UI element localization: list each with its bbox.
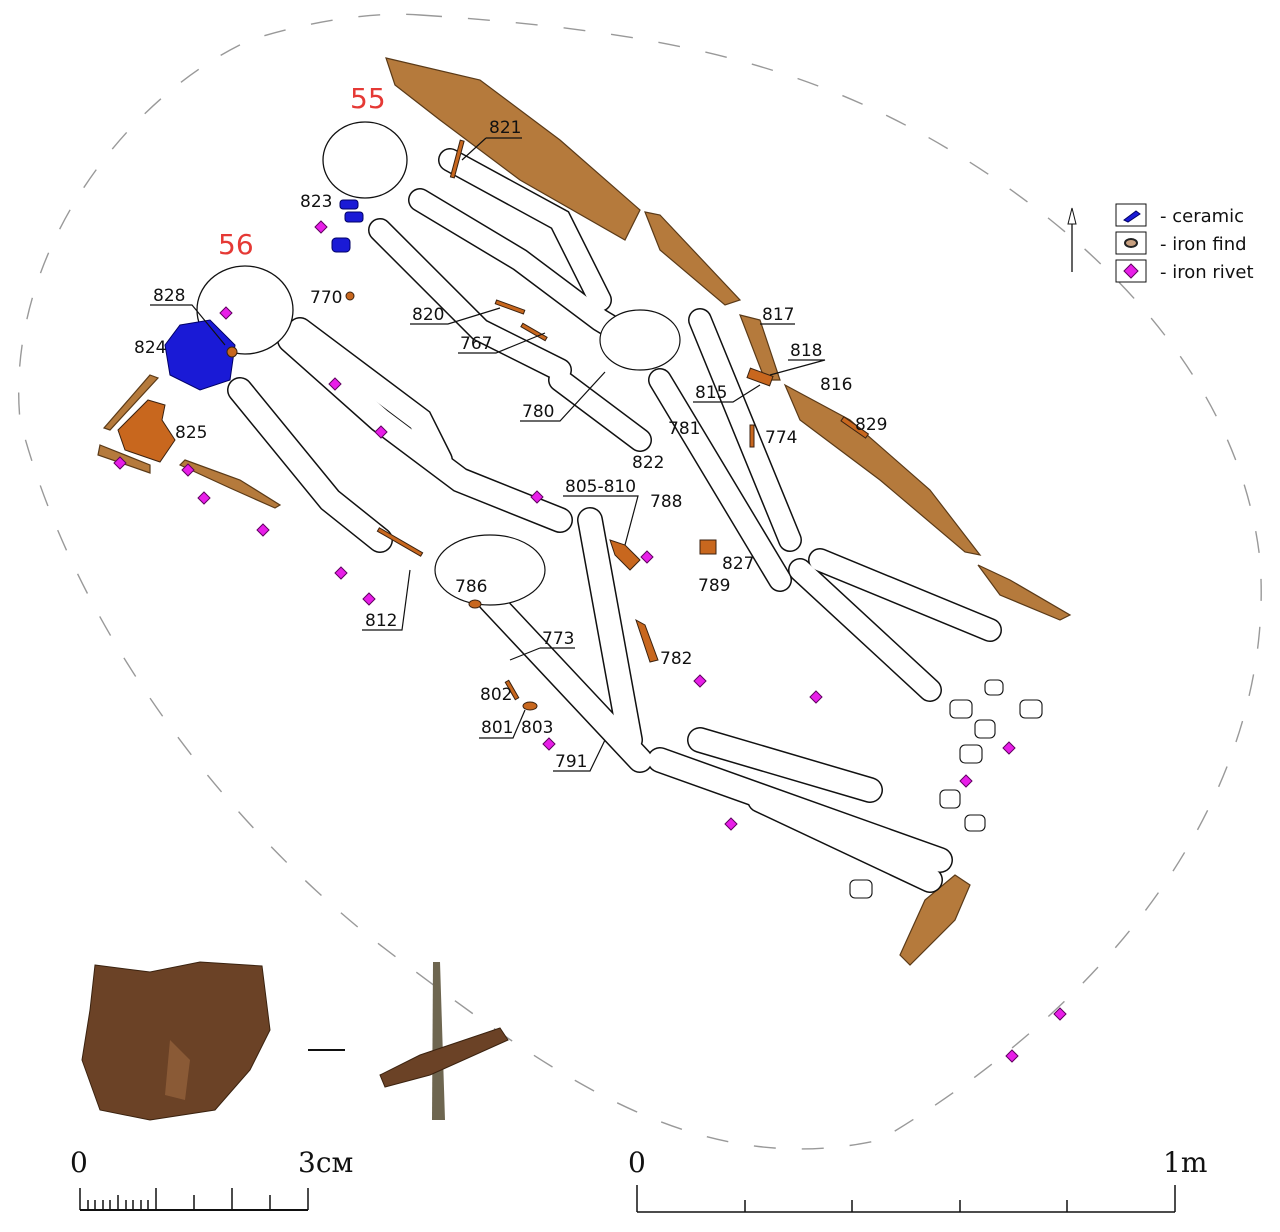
scale-small-end: 3см	[298, 1146, 353, 1179]
scale-bar-1m: 0 1m	[628, 1146, 1207, 1213]
find-label: 773	[542, 629, 574, 649]
find-label: 827	[722, 554, 754, 574]
skeleton-55	[322, 121, 1002, 702]
find-label: 825	[175, 423, 207, 443]
iron-rivet-icon	[1123, 263, 1139, 279]
iron-rivets	[113, 220, 1067, 1063]
legend: - ceramic - iron find - iron rivet	[1115, 203, 1254, 283]
find-label: 828	[153, 286, 185, 306]
ceramic-fragments	[164, 199, 364, 391]
skeleton-56	[196, 265, 1043, 899]
find-label: 791	[555, 752, 587, 772]
find-label: 805-810	[565, 477, 636, 497]
rivet-photo-side	[379, 962, 509, 1120]
iron-finds	[117, 139, 870, 711]
find-label: 829	[855, 415, 887, 435]
ceramic-icon	[1123, 210, 1141, 223]
find-label: 820	[412, 305, 444, 325]
skull-55	[322, 121, 408, 199]
find-label: 815	[695, 383, 727, 403]
find-label: 788	[650, 492, 682, 512]
find-label: 802	[480, 685, 512, 705]
find-label: 782	[660, 649, 692, 669]
find-label: 767	[460, 334, 492, 354]
find-label: 817	[762, 305, 794, 325]
grave-pit-outline	[18, 13, 1262, 1150]
find-label: 774	[765, 428, 797, 448]
find-label: 812	[365, 611, 397, 631]
find-label: 803	[521, 718, 553, 738]
find-label: 801	[481, 718, 513, 738]
wood-planks	[97, 57, 1072, 966]
find-labels: 821 823 770 828 824 825 820 767 780 781 …	[134, 118, 887, 772]
legend-iron-rivet: - iron rivet	[1160, 262, 1254, 283]
grave-label-56: 56	[218, 228, 254, 261]
find-label: 821	[489, 118, 521, 138]
scale-small-start: 0	[70, 1146, 88, 1179]
legend-iron-find: - iron find	[1160, 234, 1247, 255]
find-label: 816	[820, 375, 852, 395]
find-label: 818	[790, 341, 822, 361]
scale-bar-3cm: 0 3см	[70, 1146, 353, 1211]
find-label: 822	[632, 453, 664, 473]
rivet-photo-front	[81, 961, 271, 1121]
find-label: 770	[310, 288, 342, 308]
find-label: 824	[134, 338, 166, 358]
find-label: 823	[300, 192, 332, 212]
grave-label-55: 55	[350, 82, 386, 115]
scale-large-end: 1m	[1163, 1146, 1207, 1179]
north-arrow-icon	[1067, 207, 1077, 272]
find-label: 789	[698, 576, 730, 596]
legend-ceramic: - ceramic	[1160, 206, 1244, 227]
iron-find-icon	[1124, 238, 1138, 248]
find-label: 786	[455, 577, 487, 597]
scale-large-start: 0	[628, 1146, 646, 1179]
find-label: 780	[522, 402, 554, 422]
find-label: 781	[668, 419, 700, 439]
